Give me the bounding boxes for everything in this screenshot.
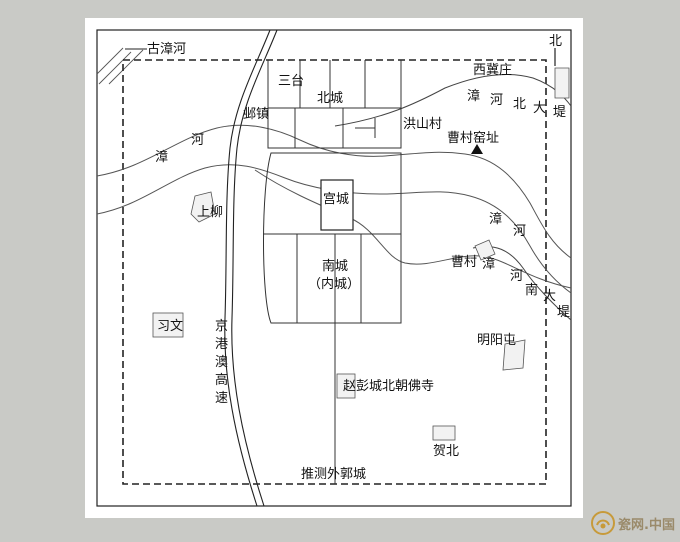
label-south-dike-1: 漳 (482, 256, 495, 272)
south-city-grid (263, 233, 401, 323)
label-zhang-river-west-2: 漳 (155, 149, 168, 165)
expressway-line (224, 29, 278, 507)
label-north-city: 北城 (317, 91, 343, 106)
label-zhang-river-west-1: 河 (191, 133, 204, 148)
label-south-dike-2: 河 (510, 269, 523, 284)
watermark-logo-icon (591, 511, 615, 535)
label-caocun: 曹村 (451, 255, 477, 270)
label-shangliu: 上柳 (197, 205, 223, 220)
label-outer-city: 推测外郭城 (301, 466, 366, 482)
label-north-dike-3: 北 (513, 97, 526, 112)
kiln-marker-icon (471, 144, 483, 154)
north-dike (334, 73, 572, 127)
north-city (267, 60, 402, 149)
label-xiji-village: 西冀庄 (473, 62, 512, 78)
site-map: 古漳河 北 西冀庄 漳 河 北 大 堤 三台 北城 邺镇 洪山村 曹村窑址 河 … (96, 29, 572, 507)
label-expressway-3: 澳 (215, 354, 228, 370)
label-south-dike-3: 南 (525, 282, 538, 298)
label-north-dike-1: 漳 (467, 88, 480, 104)
label-inner-city: （内城） (308, 276, 360, 292)
label-south-dike-5: 堤 (557, 305, 570, 320)
label-zhang-river-east-2: 河 (513, 224, 526, 239)
label-north-dike-4: 大 (533, 101, 546, 116)
label-expressway-4: 高 (215, 372, 228, 388)
map-frame (96, 29, 572, 507)
palace-city (320, 179, 354, 231)
label-north-dike-5: 堤 (553, 105, 566, 120)
label-south-dike-4: 大 (543, 289, 556, 304)
map-panel: 古漳河 北 西冀庄 漳 河 北 大 堤 三台 北城 邺镇 洪山村 曹村窑址 河 … (85, 18, 583, 518)
watermark-text: 瓷网.中国 (618, 518, 675, 533)
label-hongshan-village: 洪山村 (403, 117, 442, 132)
label-santai: 三台 (278, 74, 304, 89)
label-expressway-5: 速 (215, 391, 228, 406)
label-expressway-2: 港 (215, 337, 228, 352)
zhang-river (96, 124, 572, 294)
label-palace-city: 宫城 (323, 192, 349, 207)
village-blocks (152, 67, 570, 441)
ancient-river-lines (96, 47, 144, 85)
label-north-dike-2: 河 (490, 93, 503, 108)
label-south-city: 南城 (322, 258, 348, 274)
label-mingyangtun: 明阳屯 (477, 333, 516, 348)
label-expressway-1: 京 (215, 319, 228, 334)
south-city-wall (263, 152, 402, 324)
label-ancient-zhang-river: 古漳河 (147, 41, 186, 57)
label-hebei: 贺北 (433, 444, 459, 459)
label-zhang-river-east-1: 漳 (489, 211, 502, 227)
label-caocun-kiln: 曹村窑址 (447, 130, 499, 146)
label-ye-town: 邺镇 (243, 107, 269, 122)
label-xiwen: 习文 (157, 319, 183, 334)
watermark: 瓷网.中国 (588, 508, 678, 538)
label-north: 北 (549, 34, 562, 49)
label-zhaopeng-temple: 赵彭城北朝佛寺 (343, 379, 434, 394)
